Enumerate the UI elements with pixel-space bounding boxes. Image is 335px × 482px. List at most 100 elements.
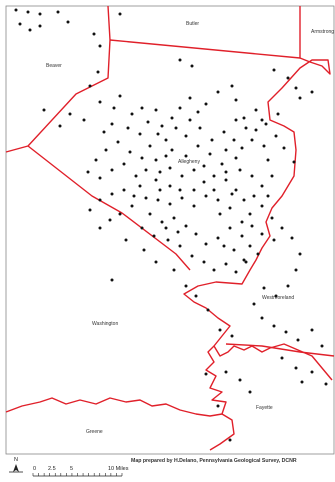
westmoreland-fayette-boundary xyxy=(225,343,335,357)
site-point xyxy=(146,120,150,124)
site-point xyxy=(154,158,158,162)
site-point xyxy=(158,170,162,174)
site-point xyxy=(26,10,30,14)
site-point xyxy=(202,164,206,168)
site-point xyxy=(264,122,268,126)
scale-label-10-miles: 10 Miles xyxy=(108,466,129,472)
site-point xyxy=(118,94,122,98)
site-point xyxy=(178,244,182,248)
site-point xyxy=(98,198,102,202)
site-point xyxy=(210,138,214,142)
site-point xyxy=(240,234,244,238)
site-point xyxy=(290,236,294,240)
site-point xyxy=(138,132,142,136)
site-point xyxy=(42,108,46,112)
site-point xyxy=(294,86,298,90)
beaver-east-boundary xyxy=(27,5,111,147)
site-point xyxy=(190,64,194,68)
site-point xyxy=(98,176,102,180)
site-point xyxy=(224,170,228,174)
site-point xyxy=(202,260,206,264)
site-point xyxy=(238,378,242,382)
county-label-greene: Greene xyxy=(86,429,103,435)
site-point xyxy=(184,284,188,288)
county-label-beaver: Beaver xyxy=(46,63,62,69)
site-point xyxy=(300,380,304,384)
site-point xyxy=(156,198,160,202)
scale-bar: 0 2.5 5 10 Miles xyxy=(32,466,129,477)
site-point xyxy=(96,70,100,74)
site-point xyxy=(190,254,194,258)
site-point xyxy=(152,234,156,238)
site-point xyxy=(270,216,274,220)
site-point xyxy=(198,126,202,130)
site-point xyxy=(272,238,276,242)
site-point xyxy=(228,438,232,442)
butler-south-boundary xyxy=(109,6,301,59)
site-point xyxy=(270,174,274,178)
site-point xyxy=(240,220,244,224)
site-point xyxy=(248,244,252,248)
site-point xyxy=(184,154,188,158)
site-point xyxy=(202,180,206,184)
site-point xyxy=(38,24,42,28)
site-point xyxy=(292,160,296,164)
county-boundaries xyxy=(5,5,335,451)
site-point xyxy=(260,204,264,208)
site-point xyxy=(178,188,182,192)
site-point xyxy=(212,268,216,272)
site-point xyxy=(86,170,90,174)
site-point xyxy=(110,278,114,282)
site-point xyxy=(218,212,222,216)
site-point xyxy=(240,146,244,150)
site-point xyxy=(148,212,152,216)
site-point xyxy=(248,212,252,216)
site-point xyxy=(160,220,164,224)
site-point xyxy=(176,230,180,234)
site-point xyxy=(262,286,266,290)
site-point xyxy=(104,148,108,152)
site-point xyxy=(88,84,92,88)
site-point xyxy=(280,226,284,230)
site-point xyxy=(110,192,114,196)
site-point xyxy=(272,68,276,72)
scale-label-0: 0 xyxy=(33,466,36,472)
site-point xyxy=(310,370,314,374)
site-point xyxy=(250,174,254,178)
map-frame xyxy=(5,5,335,455)
site-point xyxy=(284,330,288,334)
site-point xyxy=(124,238,128,242)
site-point xyxy=(130,204,134,208)
site-point xyxy=(192,204,196,208)
site-point xyxy=(144,196,148,200)
site-point xyxy=(194,232,198,236)
site-point xyxy=(116,140,120,144)
site-point xyxy=(128,150,132,154)
site-point xyxy=(94,158,98,162)
site-point xyxy=(234,156,238,160)
site-point xyxy=(168,202,172,206)
site-point xyxy=(140,156,144,160)
site-point xyxy=(118,12,122,16)
site-point xyxy=(134,174,138,178)
site-point xyxy=(212,188,216,192)
site-point xyxy=(250,138,254,142)
site-point xyxy=(188,96,192,100)
map-credit: Map prepared by H.Delano, Pennsylvania G… xyxy=(131,458,297,464)
beaver-south-boundary xyxy=(5,145,29,153)
north-arrow: N xyxy=(9,457,23,473)
site-point xyxy=(254,128,258,132)
site-point xyxy=(196,110,200,114)
site-point xyxy=(260,316,264,320)
site-point xyxy=(274,294,278,298)
site-point xyxy=(140,106,144,110)
allegheny-southwest-boundary xyxy=(27,145,191,271)
washington-south-boundary xyxy=(5,397,223,417)
site-point xyxy=(222,244,226,248)
site-point xyxy=(98,44,102,48)
site-point xyxy=(244,126,248,130)
site-point xyxy=(204,242,208,246)
site-point xyxy=(108,218,112,222)
site-point xyxy=(178,58,182,62)
site-point xyxy=(172,216,176,220)
